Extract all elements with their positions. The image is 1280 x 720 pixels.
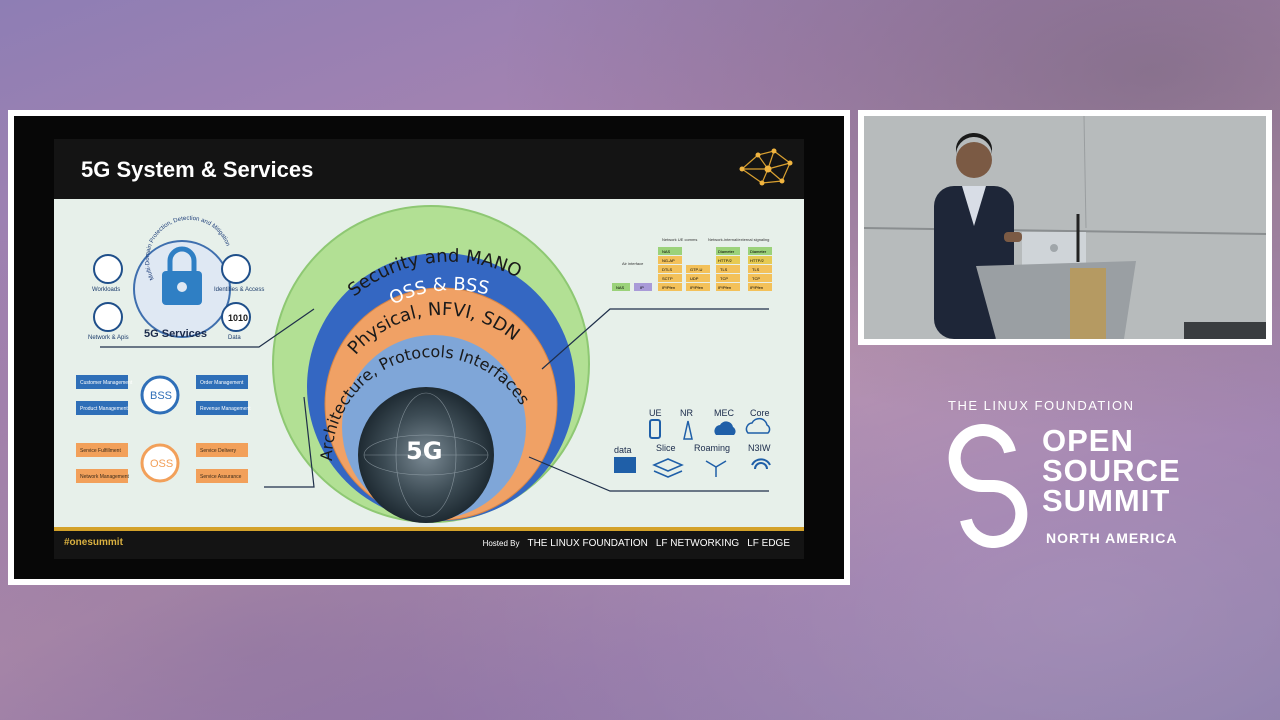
event-name: OPEN SOURCE SUMMIT bbox=[1042, 423, 1181, 518]
event-logo: THE LINUX FOUNDATION OPEN SOURCE SUMMIT … bbox=[940, 398, 1200, 558]
footer-org-lfedge: LF EDGE bbox=[747, 538, 790, 549]
nr-tower-icon bbox=[683, 420, 693, 440]
services-center-label: 5G Services bbox=[144, 328, 207, 340]
footer-hosted-label: Hosted By bbox=[482, 539, 520, 548]
svg-text:IP/Pfen: IP/Pfen bbox=[718, 285, 731, 290]
ue-phone-icon bbox=[649, 419, 661, 439]
5g-services-cluster: 1010 Workloads Identities & Access Netwo… bbox=[88, 216, 264, 341]
svg-text:MEC: MEC bbox=[714, 408, 735, 418]
event-name-line-1: OPEN bbox=[1042, 423, 1134, 458]
svg-text:HTTP/2: HTTP/2 bbox=[718, 258, 733, 263]
event-region: NORTH AMERICA bbox=[1046, 530, 1178, 546]
svg-text:Slice: Slice bbox=[656, 443, 676, 453]
workloads-icon bbox=[93, 254, 123, 284]
svg-text:Network UE comms: Network UE comms bbox=[662, 237, 697, 242]
svg-text:Customer Management: Customer Management bbox=[80, 380, 133, 386]
footer-org-lfn: LF NETWORKING bbox=[655, 538, 740, 549]
svg-text:Service Assurance: Service Assurance bbox=[200, 474, 242, 480]
presentation-slide: 5G System & Services bbox=[54, 139, 804, 559]
svg-text:DTLS: DTLS bbox=[662, 267, 673, 272]
svc-data: Data bbox=[228, 335, 241, 341]
svg-text:UDP: UDP bbox=[690, 276, 699, 281]
svg-text:1010: 1010 bbox=[228, 313, 248, 323]
svg-text:IP: IP bbox=[640, 285, 644, 290]
core-5g-label: 5G bbox=[406, 437, 442, 465]
svg-text:Roaming: Roaming bbox=[694, 443, 730, 453]
svg-text:NG-AP: NG-AP bbox=[662, 258, 675, 263]
svg-text:HTTP/2: HTTP/2 bbox=[750, 258, 765, 263]
speaker-video bbox=[864, 116, 1266, 339]
svc-workloads: Workloads bbox=[92, 287, 120, 293]
laptop-icon bbox=[1022, 232, 1086, 266]
svg-text:NAS: NAS bbox=[662, 249, 671, 254]
n3iw-wifi-icon bbox=[751, 458, 771, 470]
svg-text:Network Management: Network Management bbox=[80, 474, 130, 480]
svg-text:Core: Core bbox=[750, 408, 770, 418]
svg-text:Order Management: Order Management bbox=[200, 380, 244, 386]
svg-text:TLS: TLS bbox=[752, 267, 760, 272]
speaker-scene bbox=[864, 116, 1266, 339]
event-name-line-2: SOURCE bbox=[1042, 453, 1181, 488]
svg-text:TCP: TCP bbox=[752, 276, 760, 281]
svg-text:Product Management: Product Management bbox=[80, 406, 128, 412]
svg-text:data: data bbox=[614, 445, 632, 455]
bss-label: BSS bbox=[150, 390, 172, 402]
svg-text:UE: UE bbox=[649, 408, 662, 418]
identities-icon bbox=[221, 254, 251, 284]
event-name-line-3: SUMMIT bbox=[1042, 483, 1171, 518]
svg-text:NR: NR bbox=[680, 408, 693, 418]
svg-text:IP/Pfen: IP/Pfen bbox=[750, 285, 763, 290]
slice-layers-icon bbox=[652, 458, 684, 478]
slide-header: 5G System & Services bbox=[54, 139, 804, 199]
oss-label: OSS bbox=[150, 458, 173, 470]
svg-text:Revenue Management: Revenue Management bbox=[200, 406, 251, 412]
slide-footer: #onesummit Hosted By THE LINUX FOUNDATIO… bbox=[54, 527, 804, 559]
svc-network-apis: Network & Apis bbox=[88, 335, 129, 341]
data-server-icon bbox=[614, 457, 636, 473]
svg-text:TCP: TCP bbox=[720, 276, 728, 281]
svg-text:Network-internal/external sign: Network-internal/external signaling bbox=[708, 237, 769, 242]
svg-text:Service Delivery: Service Delivery bbox=[200, 448, 237, 454]
core-cloud-icon bbox=[745, 417, 771, 434]
svc-identities: Identities & Access bbox=[214, 287, 264, 293]
footer-org-lf: THE LINUX FOUNDATION bbox=[527, 538, 648, 549]
network-logo-icon bbox=[739, 148, 793, 186]
svg-text:NAS: NAS bbox=[616, 285, 625, 290]
speaker-video-frame bbox=[858, 110, 1272, 345]
svg-text:Service Fulfillment: Service Fulfillment bbox=[80, 448, 121, 454]
svg-text:TLS: TLS bbox=[720, 267, 728, 272]
svg-text:GTP-U: GTP-U bbox=[690, 267, 703, 272]
oss-s-logo-icon bbox=[948, 424, 1028, 548]
oss-cluster: OSS Service Fulfillment Service Delivery… bbox=[76, 443, 248, 483]
data-icon bbox=[221, 302, 251, 332]
bss-cluster: BSS Customer Management Order Management… bbox=[76, 375, 251, 415]
footer-hosted-by: Hosted By THE LINUX FOUNDATION LF NETWOR… bbox=[483, 538, 790, 549]
svg-text:IP/Pfen: IP/Pfen bbox=[662, 285, 675, 290]
5g-system-diagram: 5G Security and MANO OSS & BSS Physical,… bbox=[76, 205, 772, 523]
svg-text:N3IW: N3IW bbox=[748, 443, 771, 453]
network-apis-icon bbox=[93, 302, 123, 332]
event-org: THE LINUX FOUNDATION bbox=[948, 398, 1135, 413]
mec-cloud-icon bbox=[714, 421, 736, 435]
svg-text:SCTP: SCTP bbox=[662, 276, 673, 281]
roaming-network-icon bbox=[705, 460, 727, 477]
network-elements: UE NR MEC Core data Slice Roaming N3IW bbox=[614, 408, 771, 478]
protocol-stacks: Air interface Network UE comms Network-i… bbox=[612, 237, 772, 291]
svg-text:IP/Pfen: IP/Pfen bbox=[690, 285, 703, 290]
svg-text:Diameter: Diameter bbox=[750, 249, 767, 254]
footer-hashtag: #onesummit bbox=[64, 537, 123, 548]
slide-title: 5G System & Services bbox=[81, 157, 314, 182]
podium bbox=[976, 261, 1136, 339]
svg-text:Air interface: Air interface bbox=[622, 261, 644, 266]
svg-text:Diameter: Diameter bbox=[718, 249, 735, 254]
